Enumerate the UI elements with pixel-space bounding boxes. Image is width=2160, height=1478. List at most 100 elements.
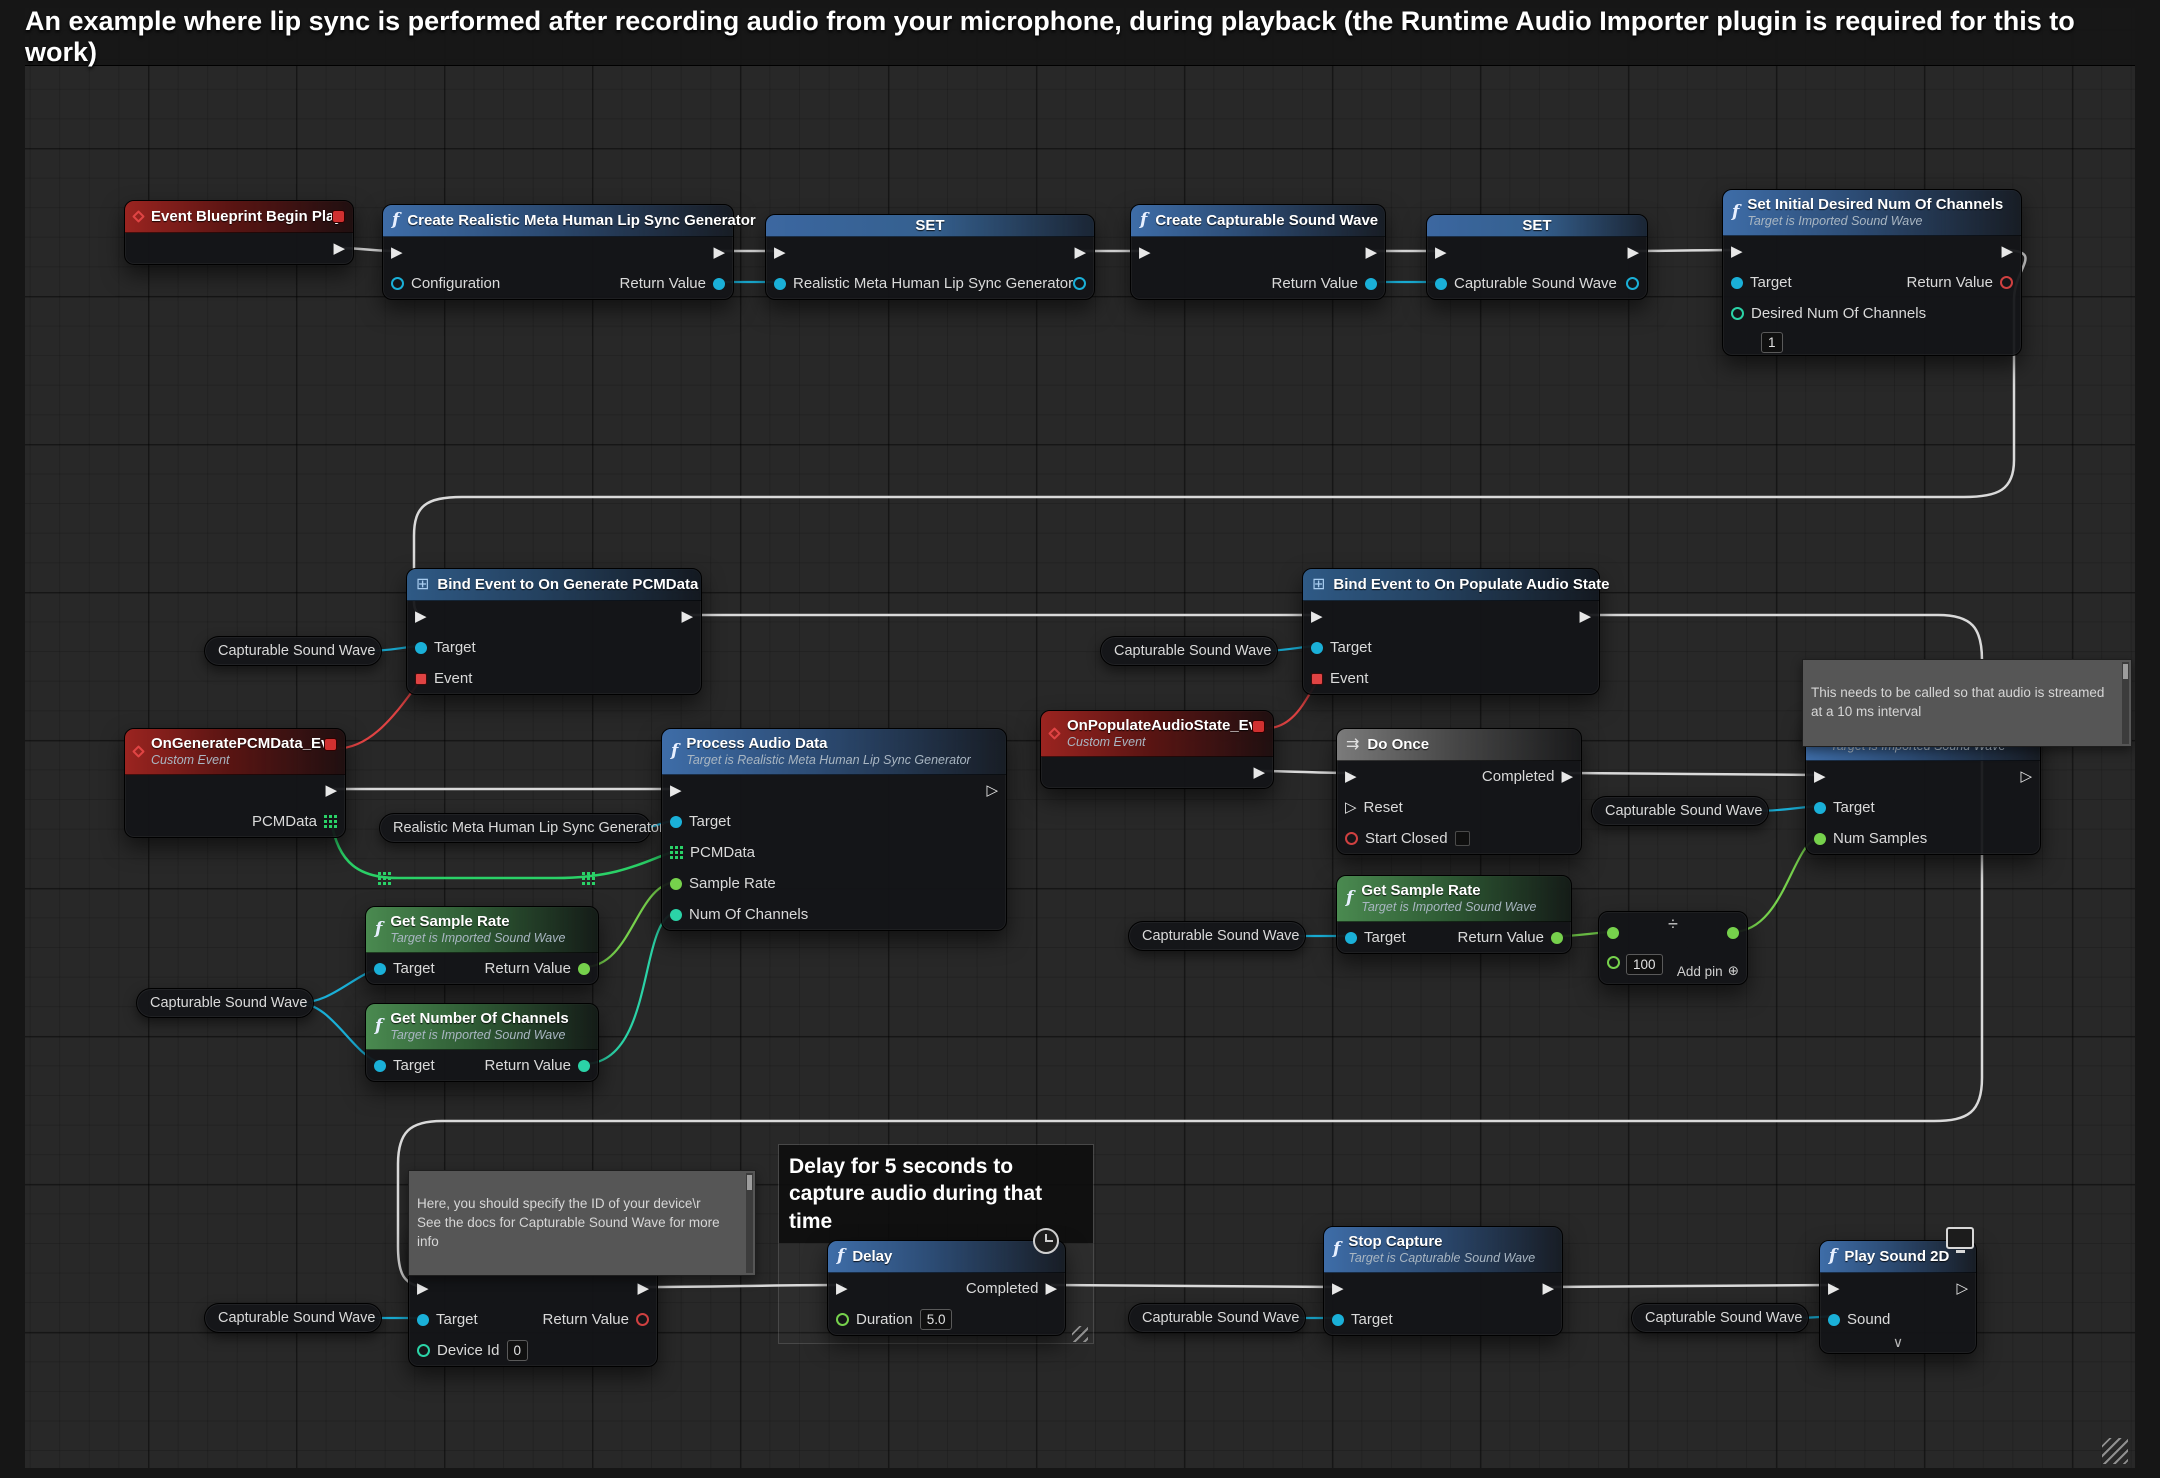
exec-out-pin[interactable]: ▶ (1253, 765, 1265, 780)
completed-pin[interactable]: Completed▶ (966, 1280, 1057, 1297)
variable-pill-capturable-sound-wave[interactable]: Capturable Sound Wave (1591, 796, 1769, 826)
variable-pill-capturable-sound-wave[interactable]: Capturable Sound Wave (1631, 1303, 1809, 1333)
node-get-sample-rate-left[interactable]: f Get Sample Rate Target is Imported Sou… (365, 906, 599, 985)
duration-input[interactable]: 5.0 (920, 1309, 953, 1330)
sound-pin[interactable]: Sound (1828, 1311, 1890, 1328)
variable-pill-capturable-sound-wave[interactable]: Capturable Sound Wave (136, 988, 314, 1018)
node-bind-event-on-generate-pcmdata[interactable]: ⊞ Bind Event to On Generate PCMData ▶ ▶ … (406, 568, 702, 695)
configuration-pin[interactable]: Configuration (391, 275, 500, 292)
return-value-pin[interactable]: Return Value (620, 275, 725, 292)
node-divide[interactable]: ÷ 100 Add pin⊕ (1598, 911, 1748, 985)
delegate-pin[interactable] (324, 738, 337, 751)
set-output-pin[interactable] (1073, 277, 1086, 290)
canvas-resize-grip[interactable] (2102, 1438, 2128, 1464)
start-closed-checkbox[interactable] (1455, 831, 1470, 846)
divide-input-b-pin[interactable] (1607, 956, 1620, 969)
target-pin[interactable]: Target (374, 1057, 435, 1074)
variable-pill-capturable-sound-wave[interactable]: Capturable Sound Wave (1100, 636, 1278, 666)
variable-pill-lipsync-generator[interactable]: Realistic Meta Human Lip Sync Generator (379, 813, 651, 843)
delegate-pin[interactable] (332, 210, 345, 223)
set-value-pin[interactable]: Capturable Sound Wave (1435, 275, 1617, 292)
exec-in-pin[interactable]: ▶ (670, 783, 682, 798)
tooltip-scrollbar[interactable] (2122, 662, 2129, 744)
exec-out-pin[interactable]: ▶ (1627, 245, 1639, 260)
exec-in-pin[interactable]: ▶ (836, 1281, 848, 1296)
exec-out-pin[interactable]: ▶ (637, 1281, 649, 1296)
variable-pill-capturable-sound-wave[interactable]: Capturable Sound Wave (204, 636, 382, 666)
exec-out-pin[interactable]: ▶ (2001, 244, 2013, 259)
graph-comment-banner[interactable]: An example where lip sync is performed a… (25, 8, 2135, 66)
exec-out-pin[interactable]: ▷ (1956, 1281, 1968, 1296)
exec-in-pin[interactable]: ▶ (774, 245, 786, 260)
node-set-lipsync-generator[interactable]: SET ▶ ▶ Realistic Meta Human Lip Sync Ge… (765, 214, 1095, 300)
node-play-sound-2d[interactable]: f Play Sound 2D ▶ ▷ Sound ∨ (1819, 1240, 1977, 1354)
return-value-pin[interactable]: Return Value (1458, 929, 1563, 946)
exec-out-pin[interactable]: ▶ (325, 783, 337, 798)
target-pin[interactable]: Target (1332, 1311, 1393, 1328)
return-value-pin[interactable]: Return Value (485, 1057, 590, 1074)
exec-out-pin[interactable]: ▶ (1542, 1281, 1554, 1296)
set-value-pin[interactable]: Realistic Meta Human Lip Sync Generator (774, 275, 1073, 292)
return-value-pin[interactable]: Return Value (485, 960, 590, 977)
exec-in-pin[interactable]: ▶ (1814, 769, 1826, 784)
exec-out-pin[interactable]: ▶ (333, 241, 345, 256)
target-pin[interactable]: Target (1311, 639, 1372, 656)
reset-pin[interactable]: ▷Reset (1345, 799, 1403, 816)
target-pin[interactable]: Target (374, 960, 435, 977)
target-pin[interactable]: Target (415, 639, 476, 656)
device-id-input[interactable]: 0 (507, 1340, 529, 1361)
node-create-lipsync-generator[interactable]: f Create Realistic Meta Human Lip Sync G… (382, 204, 734, 300)
node-get-number-of-channels[interactable]: f Get Number Of Channels Target is Impor… (365, 1003, 599, 1082)
target-pin[interactable]: Target (1814, 799, 1875, 816)
node-get-sample-rate-right[interactable]: f Get Sample Rate Target is Imported Sou… (1336, 875, 1572, 954)
divide-input-a-pin[interactable] (1607, 927, 1619, 939)
exec-in-pin[interactable]: ▶ (1435, 245, 1447, 260)
exec-in-pin[interactable]: ▶ (417, 1281, 429, 1296)
exec-out-pin[interactable]: ▶ (713, 245, 725, 260)
exec-in-pin[interactable]: ▶ (1311, 609, 1323, 624)
expand-chevron-icon[interactable]: ∨ (1820, 1335, 1976, 1353)
node-create-capturable-sound-wave[interactable]: f Create Capturable Sound Wave ▶ ▶ Retur… (1130, 204, 1386, 300)
exec-out-pin[interactable]: ▷ (986, 783, 998, 798)
exec-out-pin[interactable]: ▷ (2020, 769, 2032, 784)
duration-pin[interactable]: Duration5.0 (836, 1309, 952, 1330)
comment-resize-grip[interactable] (1072, 1326, 1088, 1342)
completed-pin[interactable]: Completed▶ (1482, 768, 1573, 785)
exec-in-pin[interactable]: ▶ (391, 245, 403, 260)
node-delay[interactable]: f Delay ▶ Completed▶ Duration5.0 (827, 1240, 1066, 1336)
exec-out-pin[interactable]: ▶ (1074, 245, 1086, 260)
node-set-capturable-sound-wave[interactable]: SET ▶ ▶ Capturable Sound Wave (1426, 214, 1648, 300)
node-process-audio-data[interactable]: f Process Audio Data Target is Realistic… (661, 728, 1007, 931)
start-closed-pin[interactable]: Start Closed (1345, 830, 1470, 847)
num-samples-pin[interactable]: Num Samples (1814, 830, 1927, 847)
node-bind-event-on-populate-audio-state[interactable]: ⊞ Bind Event to On Populate Audio State … (1302, 568, 1600, 695)
event-delegate-pin[interactable]: Event (415, 670, 472, 687)
exec-in-pin[interactable]: ▶ (1332, 1281, 1344, 1296)
exec-out-pin[interactable]: ▶ (681, 609, 693, 624)
exec-in-pin[interactable]: ▶ (415, 609, 427, 624)
node-set-initial-desired-num-channels[interactable]: f Set Initial Desired Num Of Channels Ta… (1722, 189, 2022, 356)
device-id-pin[interactable]: Device Id0 (417, 1340, 528, 1361)
divide-input-b-value[interactable]: 100 (1626, 954, 1663, 975)
variable-pill-capturable-sound-wave[interactable]: Capturable Sound Wave (204, 1303, 382, 1333)
set-output-pin[interactable] (1626, 277, 1639, 290)
num-of-channels-pin[interactable]: Num Of Channels (670, 906, 808, 923)
node-onpopulate-audiostate-event[interactable]: OnPopulateAudioState_Event Custom Event … (1040, 710, 1274, 789)
node-ongenerate-pcmdata-event[interactable]: OnGeneratePCMData_Event Custom Event ▶ P… (124, 728, 346, 838)
variable-pill-capturable-sound-wave[interactable]: Capturable Sound Wave (1128, 921, 1306, 951)
target-pin[interactable]: Target (670, 813, 731, 830)
exec-in-pin[interactable]: ▶ (1731, 244, 1743, 259)
return-value-pin[interactable]: Return Value (1272, 275, 1377, 292)
tooltip-scrollbar[interactable] (746, 1173, 753, 1273)
node-stop-capture[interactable]: f Stop Capture Target is Capturable Soun… (1323, 1226, 1563, 1336)
return-value-pin[interactable]: Return Value (1907, 274, 2013, 291)
exec-out-pin[interactable]: ▶ (1365, 245, 1377, 260)
desired-num-channels-pin[interactable]: Desired Num Of Channels (1731, 305, 1926, 322)
delegate-pin[interactable] (1252, 720, 1265, 733)
return-value-pin[interactable]: Return Value (543, 1311, 649, 1328)
target-pin[interactable]: Target (1731, 274, 1792, 291)
target-pin[interactable]: Target (417, 1311, 478, 1328)
exec-in-pin[interactable]: ▶ (1139, 245, 1151, 260)
target-pin[interactable]: Target (1345, 929, 1406, 946)
